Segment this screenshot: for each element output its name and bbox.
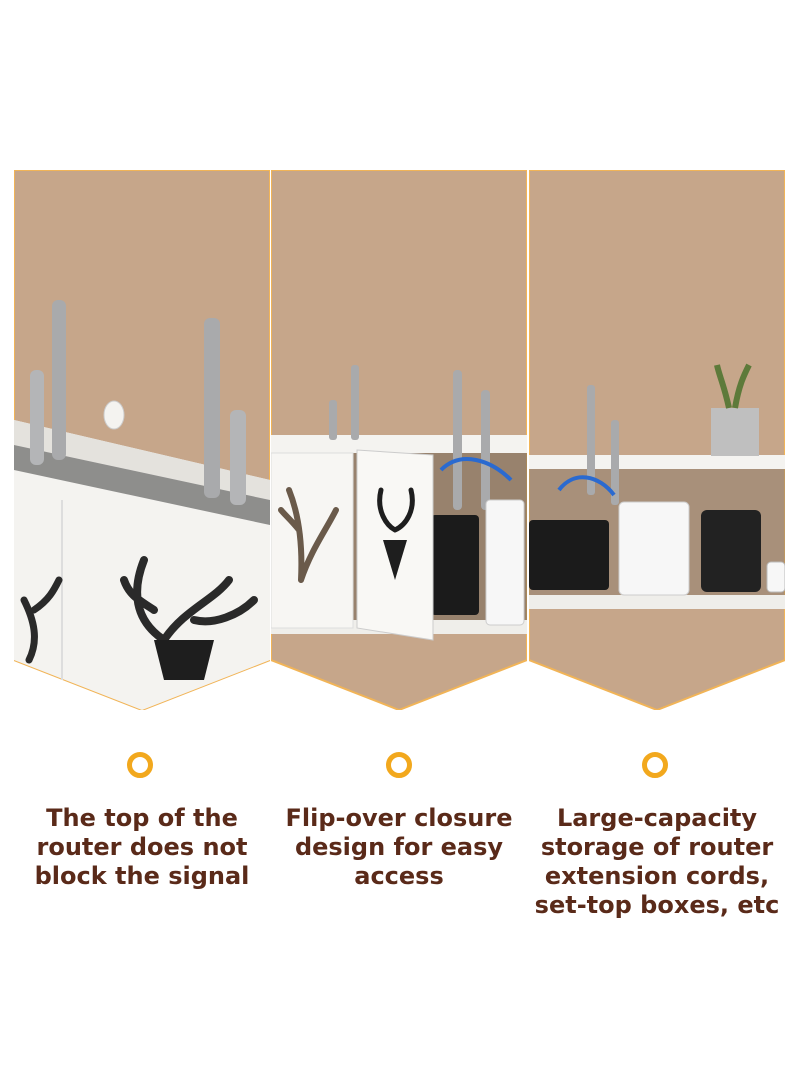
photo-flip-door bbox=[271, 170, 527, 710]
ring-icon bbox=[127, 752, 153, 778]
photo-storage-shelf bbox=[529, 170, 785, 710]
feature-caption: The top of the router does not block the… bbox=[34, 804, 250, 890]
ring-icon bbox=[642, 752, 668, 778]
antenna-icon bbox=[52, 300, 66, 460]
feature-caption: Large-capacity storage of router extensi… bbox=[534, 804, 780, 919]
photo-antenna-closeup bbox=[14, 170, 270, 710]
feature-caption: Flip-over closure design for easy access bbox=[285, 804, 513, 890]
ring-icon bbox=[386, 752, 412, 778]
